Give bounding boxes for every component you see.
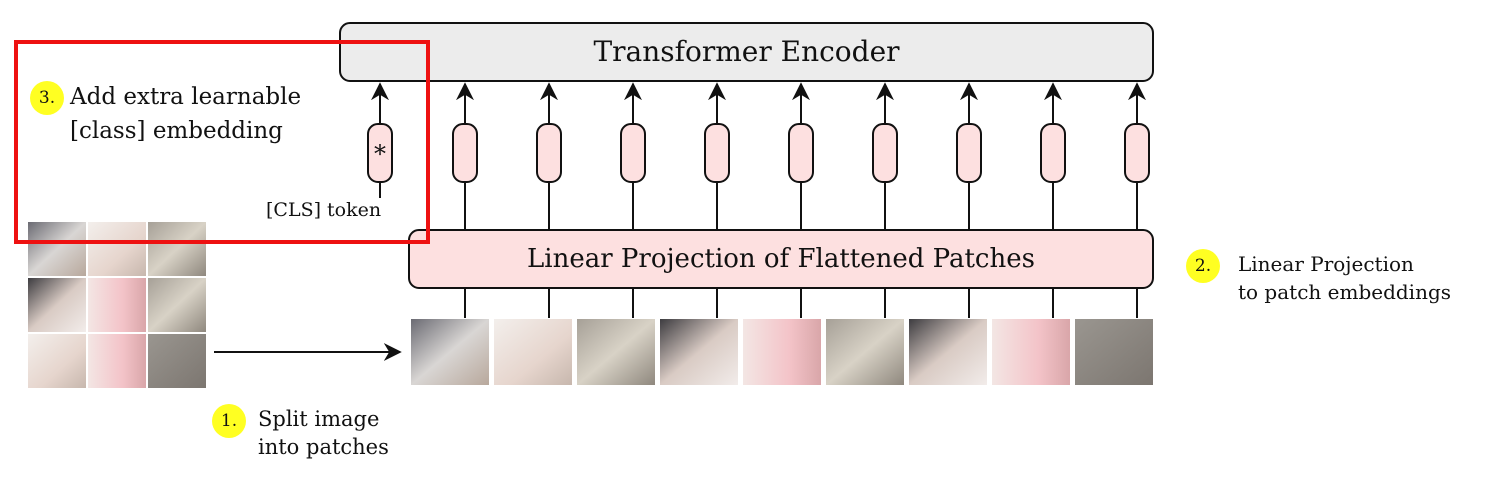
patch-image <box>577 319 655 385</box>
input-image-grid <box>28 222 206 388</box>
step-1-badge: 1. <box>212 404 246 438</box>
patch-embedding-token <box>956 123 982 183</box>
image-patch <box>28 222 86 276</box>
step-2-text-line-1: Linear Projection <box>1238 252 1414 276</box>
image-patch <box>148 222 206 276</box>
patch-column-4 <box>704 82 730 318</box>
cls-symbol: * <box>374 140 386 168</box>
image-patch <box>28 334 86 388</box>
patch-embedding-token <box>704 123 730 183</box>
step-3-text-line-2: [class] embedding <box>70 118 283 144</box>
patch-column-5 <box>788 82 814 318</box>
step-2-text-line-2: to patch embeddings <box>1238 280 1452 304</box>
step-2-badge: 2. <box>1186 249 1220 283</box>
patch-image <box>494 319 572 385</box>
patch-column-3 <box>620 82 646 318</box>
linear-projection-box <box>408 229 1154 289</box>
patch-embedding-token <box>620 123 646 183</box>
patch-embedding-token <box>788 123 814 183</box>
patch-image <box>1075 319 1153 385</box>
image-patch <box>148 278 206 332</box>
patch-image <box>909 319 987 385</box>
transformer-encoder-box <box>339 22 1154 82</box>
patch-column-8 <box>1040 82 1066 318</box>
patch-embedding-token <box>872 123 898 183</box>
image-patch <box>88 278 146 332</box>
patch-column-7 <box>956 82 982 318</box>
patch-image <box>411 319 489 385</box>
patch-image <box>826 319 904 385</box>
image-patch <box>88 334 146 388</box>
patch-image <box>743 319 821 385</box>
patch-embedding-token <box>536 123 562 183</box>
patch-image <box>992 319 1070 385</box>
patch-image <box>660 319 738 385</box>
patch-column-9 <box>1124 82 1150 318</box>
highlight-frame <box>14 40 430 244</box>
patch-column-2 <box>536 82 562 318</box>
patch-embedding-token <box>1124 123 1150 183</box>
image-patch <box>88 222 146 276</box>
patch-embedding-token <box>1040 123 1066 183</box>
patch-sequence <box>411 319 1153 385</box>
cls-token-label: [CLS] token <box>266 199 382 221</box>
step-3-badge: 3. <box>30 81 64 115</box>
patch-embedding-token <box>452 123 478 183</box>
image-patch <box>28 278 86 332</box>
step-1-text-line-1: Split image <box>258 407 380 431</box>
patch-column-6 <box>872 82 898 318</box>
encoder-label: Transformer Encoder <box>593 35 900 68</box>
patch-column-1 <box>452 82 478 318</box>
projection-label: Linear Projection of Flattened Patches <box>527 244 1035 274</box>
step-3-text-line-1: Add extra learnable <box>70 84 302 110</box>
image-patch <box>148 334 206 388</box>
step-1-text-line-2: into patches <box>258 435 389 459</box>
